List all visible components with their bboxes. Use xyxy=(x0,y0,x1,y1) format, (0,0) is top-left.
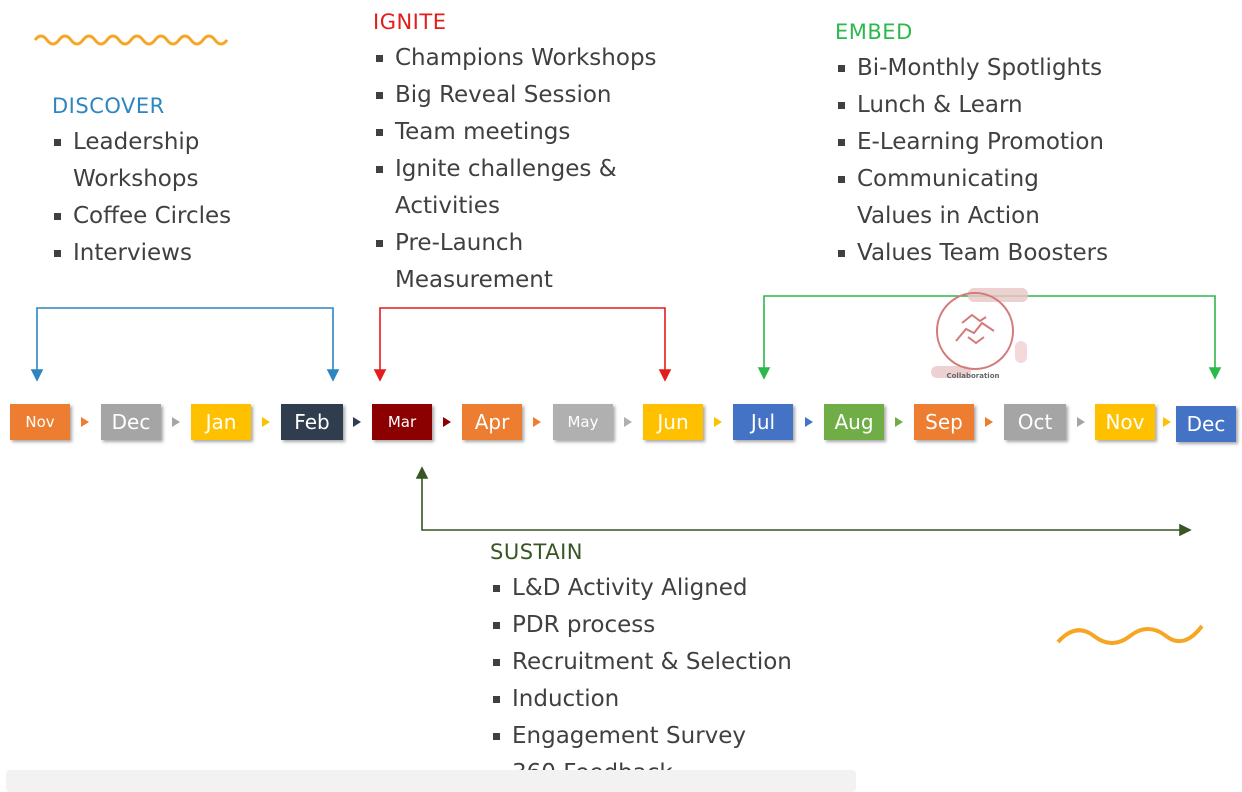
month-box: Nov xyxy=(10,404,70,440)
handshake-icon xyxy=(936,292,1014,370)
list-item: Coffee Circles xyxy=(52,198,272,235)
list-item: Ignite challenges & Activities xyxy=(374,151,665,225)
embed-list: Bi-Monthly Spotlights Lunch & Learn E-Le… xyxy=(836,50,1176,272)
ignite-bracket xyxy=(373,307,672,382)
month-box: Aug xyxy=(824,404,884,440)
arrow-right-icon xyxy=(805,417,813,427)
embed-title: EMBED xyxy=(835,20,913,44)
arrow-right-icon xyxy=(443,417,451,427)
list-item: Champions Workshops xyxy=(374,40,714,77)
squiggle-decoration-bottom xyxy=(1056,624,1204,645)
month-label: Nov xyxy=(25,413,55,431)
arrow-right-icon xyxy=(895,417,903,427)
list-item: Values Team Boosters xyxy=(836,235,1176,272)
month-box: Jun xyxy=(643,404,703,440)
month-label: Jul xyxy=(750,410,776,434)
arrow-right-icon xyxy=(985,417,993,427)
list-item: Engagement Survey xyxy=(491,718,851,755)
list-item: Lunch & Learn xyxy=(836,87,1176,124)
collaboration-stamp: Collaboration xyxy=(928,286,1038,396)
list-item: Bi-Monthly Spotlights xyxy=(836,50,1176,87)
list-item: Recruitment & Selection xyxy=(491,644,851,681)
month-label: Oct xyxy=(1017,410,1053,434)
arrow-right-icon xyxy=(624,417,632,427)
arrow-right-icon xyxy=(533,417,541,427)
arrow-right-icon xyxy=(262,417,270,427)
month-box: May xyxy=(553,404,613,440)
month-box: Oct xyxy=(1004,404,1066,440)
month-box: Sep xyxy=(914,404,974,440)
month-label: Sep xyxy=(925,410,963,434)
discover-bracket xyxy=(30,307,340,382)
list-item: Pre-Launch Measurement xyxy=(374,225,605,299)
arrow-right-icon xyxy=(714,417,722,427)
list-item: Big Reveal Session xyxy=(374,77,714,114)
arrow-right-icon xyxy=(1077,417,1085,427)
month-box: Feb xyxy=(281,404,343,440)
discover-title: DISCOVER xyxy=(52,94,165,118)
list-item: L&D Activity Aligned xyxy=(491,570,851,607)
month-box: Dec xyxy=(101,404,161,440)
list-item: Team meetings xyxy=(374,114,714,151)
month-box: Nov xyxy=(1095,404,1155,440)
discover-list: Leadership Workshops Coffee Circles Inte… xyxy=(52,124,272,272)
list-item: PDR process xyxy=(491,607,851,644)
month-box: Dec xyxy=(1176,406,1236,442)
month-label: Mar xyxy=(387,413,417,431)
list-item: E-Learning Promotion xyxy=(836,124,1176,161)
ignite-list: Champions Workshops Big Reveal Session T… xyxy=(374,40,714,299)
month-label: Nov xyxy=(1105,410,1145,434)
month-label: Jun xyxy=(657,410,689,434)
list-item: Induction xyxy=(491,681,851,718)
arrow-right-icon xyxy=(172,417,180,427)
month-label: Dec xyxy=(111,410,151,434)
month-box: Jul xyxy=(733,404,793,440)
arrow-right-icon xyxy=(353,417,361,427)
month-label: Feb xyxy=(294,410,330,434)
squiggle-decoration-top xyxy=(33,34,229,46)
sustain-list: L&D Activity Aligned PDR process Recruit… xyxy=(491,570,851,792)
month-label: Aug xyxy=(834,410,874,434)
arrow-right-icon xyxy=(1163,417,1171,427)
list-item: Interviews xyxy=(52,235,272,272)
stamp-caption: Collaboration xyxy=(946,372,1000,380)
month-label: Apr xyxy=(474,410,510,434)
sustain-connector xyxy=(415,466,1192,537)
ignite-title: IGNITE xyxy=(373,10,447,34)
month-box: Mar xyxy=(372,404,432,440)
list-item: Leadership Workshops xyxy=(52,124,272,198)
month-label: Jan xyxy=(205,410,237,434)
arrow-right-icon xyxy=(81,417,89,427)
list-item: Communicating Values in Action xyxy=(836,161,1097,235)
month-label: May xyxy=(567,413,599,431)
month-label: Dec xyxy=(1186,412,1226,436)
bottom-band xyxy=(6,770,856,792)
sustain-title: SUSTAIN xyxy=(490,540,583,564)
month-box: Apr xyxy=(462,404,522,440)
month-box: Jan xyxy=(191,404,251,440)
